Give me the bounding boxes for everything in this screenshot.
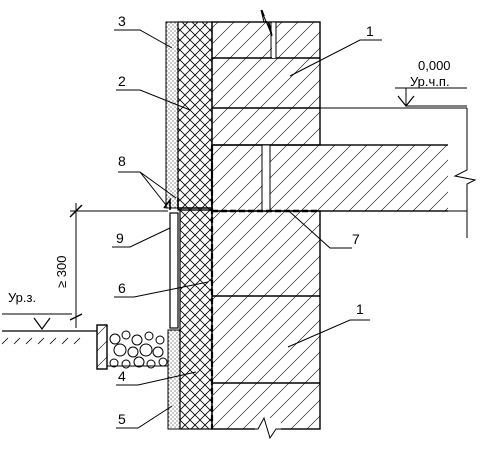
- floor-slab: [211, 144, 468, 212]
- callout-4: 4: [118, 368, 126, 384]
- leader-6: [114, 281, 209, 298]
- leader-9: [112, 227, 171, 248]
- leader-1-top: [289, 39, 382, 77]
- break-mark-slab: [453, 145, 477, 211]
- floor-level-value: 0,000: [418, 58, 451, 73]
- leader-4: [116, 371, 197, 386]
- leader-3: [114, 29, 173, 49]
- floor-level-marker: 0,000 Ур.ч.п.: [395, 58, 467, 107]
- drip-flashing: [163, 145, 213, 210]
- plaster-layer-upper: [165, 21, 179, 209]
- dimension-text: ≥ 300: [54, 256, 69, 288]
- insulation-upper: [177, 21, 213, 211]
- masonry-lower: [211, 210, 321, 430]
- callout-9: 9: [116, 230, 124, 246]
- masonry-upper: [211, 21, 321, 146]
- floor-level-label: Ур.ч.п.: [410, 74, 450, 89]
- callout-2: 2: [118, 73, 126, 89]
- curb-stone: [96, 324, 108, 370]
- leader-2: [116, 89, 191, 111]
- break-mark-bottom: [212, 416, 320, 440]
- callout-6: 6: [118, 280, 126, 296]
- leader-7: [289, 211, 352, 249]
- leader-5: [116, 405, 173, 429]
- callout-1-top: 1: [366, 23, 374, 39]
- callout-8: 8: [118, 153, 126, 169]
- gravel-blind-area: [109, 330, 168, 369]
- leader-8: [118, 171, 177, 206]
- leader-1-bottom: [287, 319, 370, 348]
- ground-level-marker: Ур.з.: [2, 290, 72, 331]
- callout-5: 5: [118, 411, 126, 427]
- plaster-layer-lower: [167, 329, 181, 430]
- plinth-protective-strip: [169, 212, 179, 329]
- ground-level-label: Ур.з.: [8, 290, 36, 305]
- height-dimension: ≥ 300: [54, 203, 168, 328]
- callout-7: 7: [352, 231, 360, 247]
- callout-1-bottom: 1: [356, 301, 364, 317]
- callout-3: 3: [118, 13, 126, 29]
- insulation-lower: [179, 209, 213, 430]
